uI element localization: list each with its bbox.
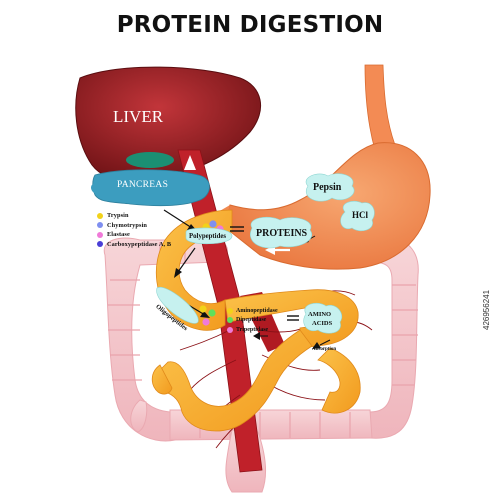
amino-acids-label-line2: ACIDS (312, 320, 333, 327)
liver (75, 66, 261, 182)
pancreas-label: PANCREAS (117, 180, 169, 190)
enzyme-balls-oligopeptides (199, 305, 216, 326)
esophagus (364, 64, 396, 151)
legend-item-dipeptidase: Dipeptidase (227, 316, 278, 326)
tripeptidase-swatch (227, 326, 233, 333)
legend-item-carboxypeptidase: Carboxypeptidase A, B (97, 240, 171, 250)
pancreas (92, 169, 210, 207)
stock-id: 426956241 (482, 289, 491, 330)
brush-border-enzyme-legend: Aminopeptidase Dipeptidase Tripeptidase (227, 306, 278, 335)
label-bubbles (156, 173, 375, 334)
chymotrypsin-swatch (97, 222, 103, 229)
gallbladder (126, 152, 174, 168)
legend-item-elastase: Elastase (97, 230, 171, 240)
legend-item-tripeptidase: Tripeptidase (227, 325, 278, 335)
proteins-label: PROTEINS (256, 228, 308, 239)
pepsin-label: Pepsin (313, 182, 342, 193)
carboxypeptidase-swatch (97, 241, 103, 248)
elastase-swatch (97, 231, 103, 238)
legend-item-trypsin: Trypsin (97, 211, 171, 221)
large-intestine (103, 237, 419, 493)
pancreatic-enzyme-legend: Trypsin Chymotrypsin Elastase Carboxypep… (97, 211, 171, 249)
hcl-label: HCl (352, 210, 369, 220)
small-intestine (151, 209, 361, 432)
legend-item-aminopeptidase: Aminopeptidase (227, 306, 278, 316)
aminopeptidase-swatch (227, 307, 233, 314)
absorption-label: Absorption (312, 347, 337, 352)
polypeptides-label: Polypeptides (189, 233, 227, 240)
page-title: PROTEIN DIGESTION (116, 12, 384, 38)
legend-item-chymotrypsin: Chymotrypsin (97, 221, 171, 231)
liver-label: LIVER (113, 107, 164, 126)
amino-acids-label-line1: AMINO (308, 311, 332, 318)
equals-signs (230, 226, 299, 321)
trypsin-swatch (97, 212, 103, 219)
dipeptidase-swatch (227, 317, 233, 324)
stomach (221, 142, 431, 270)
